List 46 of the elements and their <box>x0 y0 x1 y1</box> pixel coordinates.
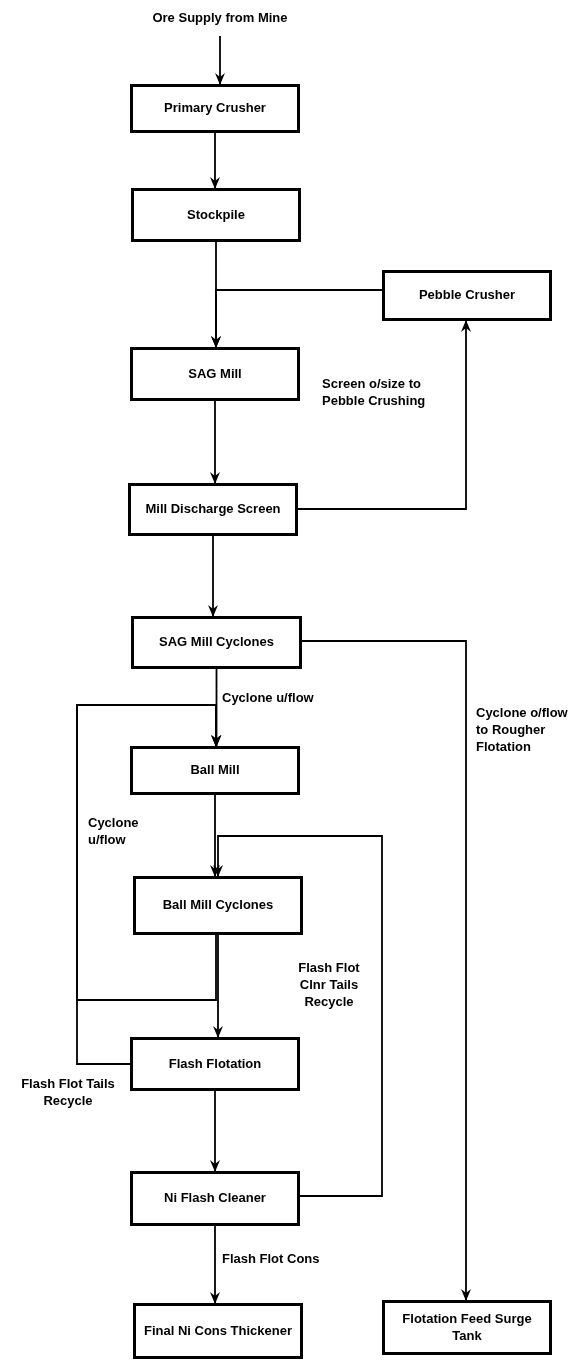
edge-label: Cyclone o/flow to Rougher Flotation <box>476 705 568 756</box>
arrow <box>211 668 222 747</box>
process-box <box>130 746 300 795</box>
arrow <box>210 794 220 877</box>
process-box <box>130 1171 300 1226</box>
process-box <box>131 188 301 242</box>
arrow <box>210 1090 220 1172</box>
box-label: Ball Mill Cyclones <box>162 897 274 914</box>
arrow <box>208 535 218 617</box>
box-label: Stockpile <box>187 206 245 224</box>
arrow <box>301 640 471 1301</box>
edge-label: Screen o/size to Pebble Crushing <box>322 376 427 410</box>
arrow <box>211 289 383 348</box>
box-label: SAG Mill <box>188 365 242 383</box>
box-label: Ni Flash Cleaner <box>164 1190 266 1207</box>
box-label: Flotation Feed Surge Tank <box>401 1310 533 1345</box>
process-box <box>382 270 552 321</box>
process-box <box>130 347 300 401</box>
arrow <box>213 934 223 1038</box>
box-label: Primary Crusher <box>164 100 266 117</box>
edge-label: Flash Flot Clnr Tails Recycle <box>297 960 361 1011</box>
box-label: Ball Mill <box>190 762 240 779</box>
arrow <box>210 1225 220 1304</box>
arrow <box>210 132 220 189</box>
input-label: Ore Supply from Mine <box>152 9 288 27</box>
box-label: Pebble Crusher <box>418 287 516 304</box>
arrow <box>213 835 383 1197</box>
process-box <box>128 483 298 536</box>
arrow <box>215 35 225 85</box>
box-label: SAG Mill Cyclones <box>159 634 274 651</box>
process-box <box>382 1300 552 1355</box>
edge-label: Cyclone u/flow <box>88 815 140 849</box>
box-label: Final Ni Cons Thickener <box>143 1322 293 1340</box>
edge-label: Flash Flot Tails Recycle <box>20 1076 116 1110</box>
process-box <box>131 616 302 669</box>
process-box <box>133 1303 303 1359</box>
arrow <box>297 320 471 510</box>
arrow <box>76 704 221 1065</box>
arrow <box>210 400 220 484</box>
process-box <box>130 84 300 133</box>
process-box <box>130 1037 300 1091</box>
edge-label: Cyclone u/flow <box>222 690 315 707</box>
box-label: Mill Discharge Screen <box>145 501 281 518</box>
box-label: Flash Flotation <box>168 1055 262 1073</box>
edge-label: Flash Flot Cons <box>222 1251 321 1268</box>
process-box <box>133 876 303 935</box>
